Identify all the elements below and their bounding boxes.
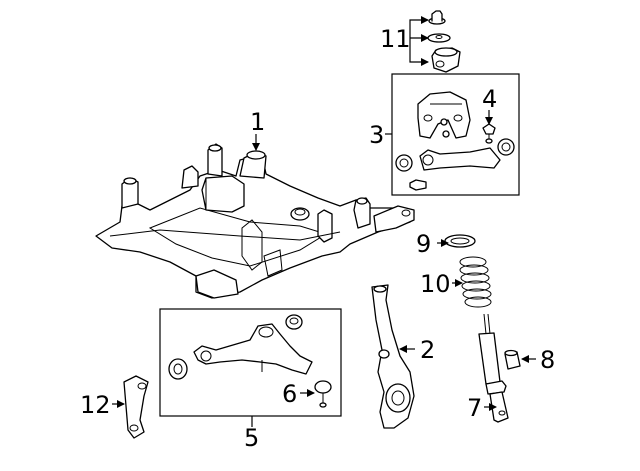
callout-3: 3 xyxy=(369,121,384,149)
callout-11: 11 xyxy=(380,25,411,53)
lower-control-arm-box xyxy=(159,308,342,417)
bump-stop-part xyxy=(504,349,521,370)
upper-control-arm-parts xyxy=(395,91,515,191)
callout-1: 1 xyxy=(250,108,265,136)
spring-isolator-part xyxy=(444,234,476,248)
crossmember-part xyxy=(95,143,415,299)
callout-10: 10 xyxy=(420,270,451,298)
callout-12: 12 xyxy=(80,391,111,419)
callout-2: 2 xyxy=(420,336,435,364)
callout-9: 9 xyxy=(416,230,431,258)
coil-spring-part xyxy=(459,256,492,308)
callout-7: 7 xyxy=(467,394,482,422)
steering-knuckle-part xyxy=(371,284,415,429)
leader-lines xyxy=(112,16,536,427)
lower-control-arm-parts xyxy=(168,314,332,408)
upper-mount-parts xyxy=(427,10,461,73)
callout-8: 8 xyxy=(540,346,555,374)
callout-4: 4 xyxy=(482,85,497,113)
callout-5: 5 xyxy=(244,424,259,452)
strut-part xyxy=(478,313,509,423)
bracket-part xyxy=(123,375,149,439)
callout-6: 6 xyxy=(282,380,297,408)
